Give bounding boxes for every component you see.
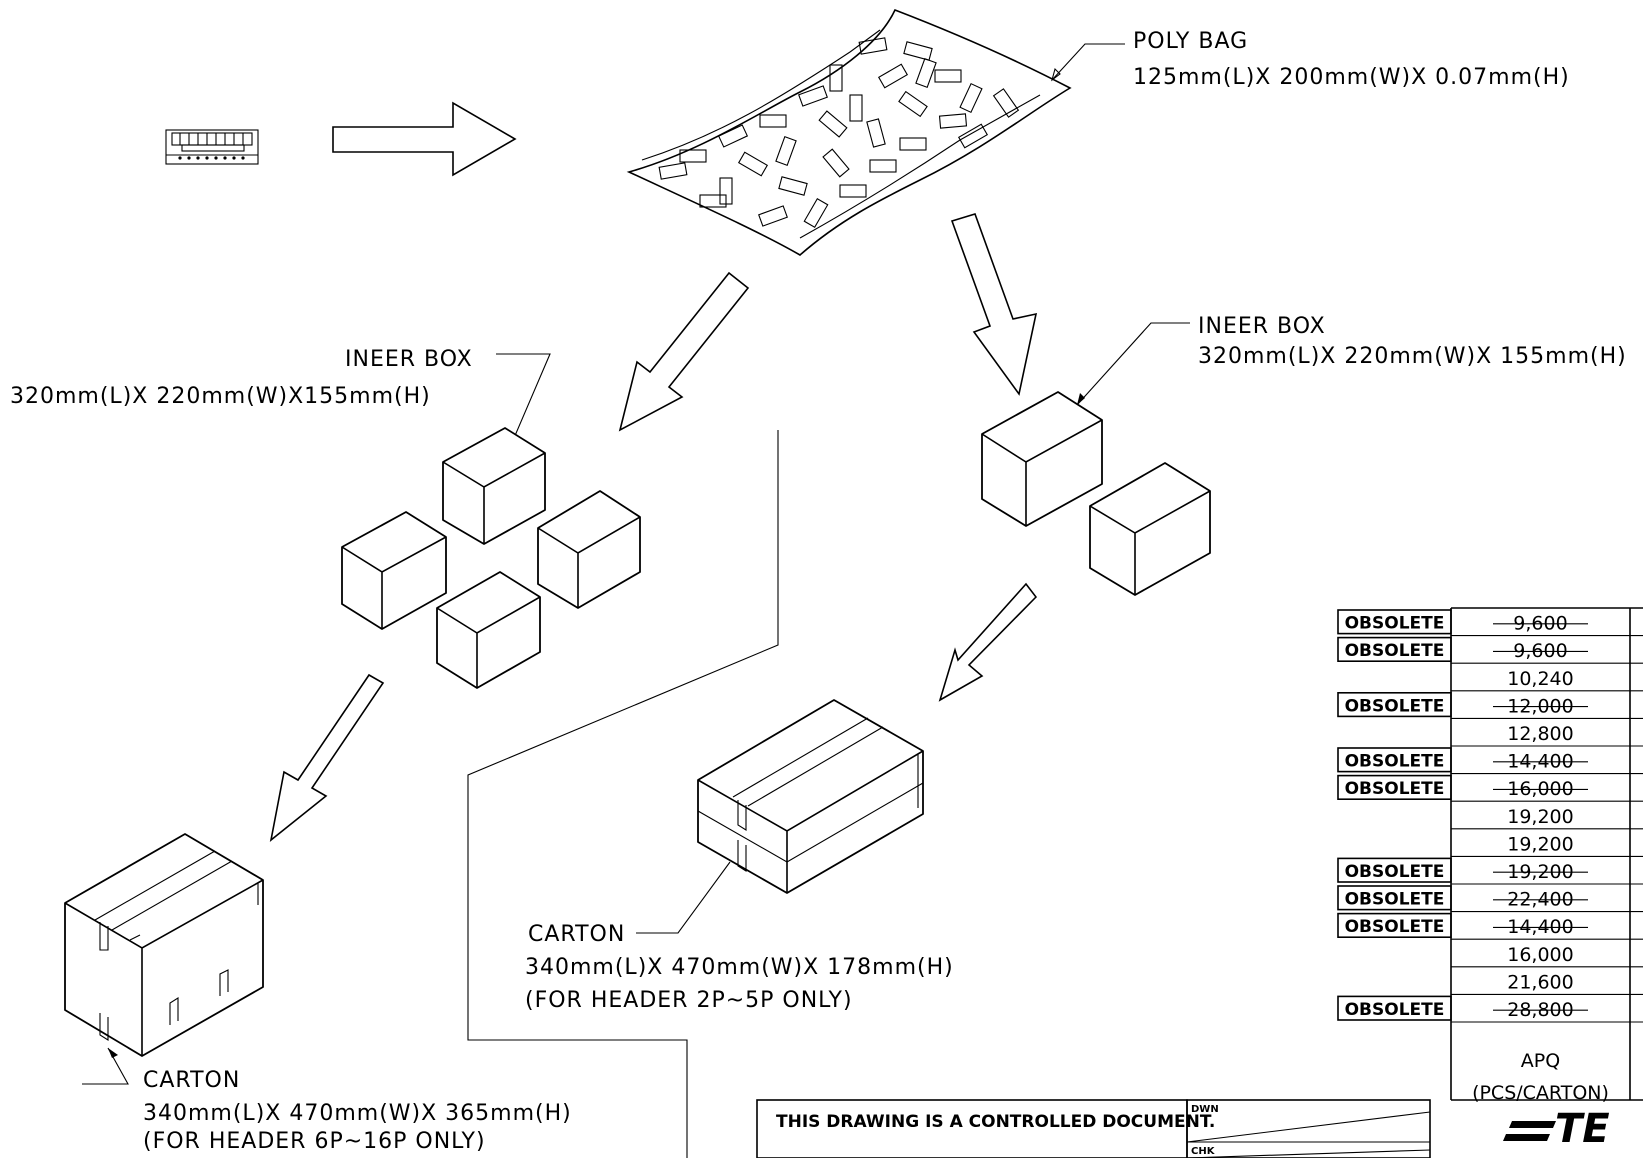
apq-value: 21,600 (1507, 971, 1573, 993)
arrow-to-left-inner-boxes (618, 271, 750, 432)
arrow-to-poly-bag (332, 101, 517, 177)
inner-box-cluster-left (341, 427, 641, 689)
obsolete-badge (1337, 995, 1452, 1021)
carton-right-leader (636, 861, 731, 934)
inner-box-right-dims: 320mm(L)X 220mm(W)X 155mm(H) (1198, 344, 1627, 369)
inner-box-icon (341, 511, 447, 630)
carton-left-icon (64, 833, 264, 1057)
obsolete-badge (1337, 636, 1452, 662)
carton-right-title: CARTON (528, 922, 625, 947)
inner-box-icon (981, 391, 1103, 527)
obsolete-label: OBSOLETE (1345, 696, 1445, 716)
poly-bag-title: POLY BAG (1133, 29, 1248, 54)
inner-box-right-title: INEER BOX (1198, 314, 1326, 339)
carton-right-icon (697, 699, 924, 894)
inner-box-icon (442, 427, 546, 545)
arrow-to-left-carton (269, 673, 385, 842)
apq-value: 19,200 (1507, 833, 1573, 855)
carton-right-dims: 340mm(L)X 470mm(W)X 178mm(H) (525, 955, 954, 980)
poly-bag-dims: 125mm(L)X 200mm(W)X 0.07mm(H) (1133, 65, 1570, 90)
arrow-to-right-inner-boxes (950, 213, 1038, 396)
divider-line (467, 430, 779, 1158)
obsolete-label: OBSOLETE (1345, 752, 1445, 772)
poly-bag-leader (1051, 43, 1125, 81)
carton-left-note: (FOR HEADER 6P~16P ONLY) (143, 1129, 486, 1154)
apq-value: 10,240 (1507, 668, 1573, 690)
inner-box-icon (436, 571, 541, 689)
carton-left-dims: 340mm(L)X 470mm(W)X 365mm(H) (143, 1101, 572, 1126)
apq-value: 16,000 (1507, 944, 1573, 966)
carton-right-note: (FOR HEADER 2P~5P ONLY) (525, 988, 853, 1013)
inner-box-pair-right (981, 391, 1211, 596)
inner-box-right-leader (1076, 322, 1190, 406)
arrow-to-right-carton (938, 582, 1038, 702)
obsolete-badge (1337, 857, 1452, 883)
poly-bag-icon (626, 8, 1072, 256)
inner-box-icon (537, 490, 641, 609)
apq-value: 19,200 (1507, 806, 1573, 828)
obsolete-badge (1337, 609, 1452, 635)
obsolete-label: OBSOLETE (1345, 614, 1445, 634)
dwn-label: DWN (1191, 1104, 1219, 1115)
obsolete-badge (1337, 747, 1452, 773)
obsolete-label: OBSOLETE (1345, 641, 1445, 661)
chk-label: CHK (1191, 1146, 1216, 1157)
apq-value: 12,800 (1507, 723, 1573, 745)
inner-box-icon (1089, 462, 1211, 596)
carton-left-title: CARTON (143, 1068, 240, 1093)
inner-box-left-leader (496, 353, 551, 467)
obsolete-label: OBSOLETE (1345, 779, 1445, 799)
obsolete-label: OBSOLETE (1345, 1000, 1445, 1020)
obsolete-label: OBSOLETE (1345, 890, 1445, 910)
connector-header-icon (165, 129, 259, 165)
obsolete-label: OBSOLETE (1345, 917, 1445, 937)
apq-header-line1: APQ (1521, 1050, 1560, 1072)
inner-box-left-title: INEER BOX (345, 347, 473, 372)
carton-left-leader (82, 1047, 129, 1085)
obsolete-badge (1337, 885, 1452, 911)
te-logo: TE (1503, 1106, 1610, 1152)
title-block: THIS DRAWING IS A CONTROLLED DOCUMENT. D… (756, 1099, 1610, 1159)
obsolete-badge (1337, 912, 1452, 938)
obsolete-badge (1337, 774, 1452, 800)
inner-box-left-dims: 320mm(L)X 220mm(W)X155mm(H) (10, 384, 431, 409)
apq-header-line2: (PCS/CARTON) (1472, 1082, 1609, 1104)
obsolete-label: OBSOLETE (1345, 862, 1445, 882)
te-logo-text: TE (1555, 1106, 1610, 1152)
controlled-document-note: THIS DRAWING IS A CONTROLLED DOCUMENT. (776, 1112, 1215, 1132)
obsolete-badge (1337, 691, 1452, 718)
